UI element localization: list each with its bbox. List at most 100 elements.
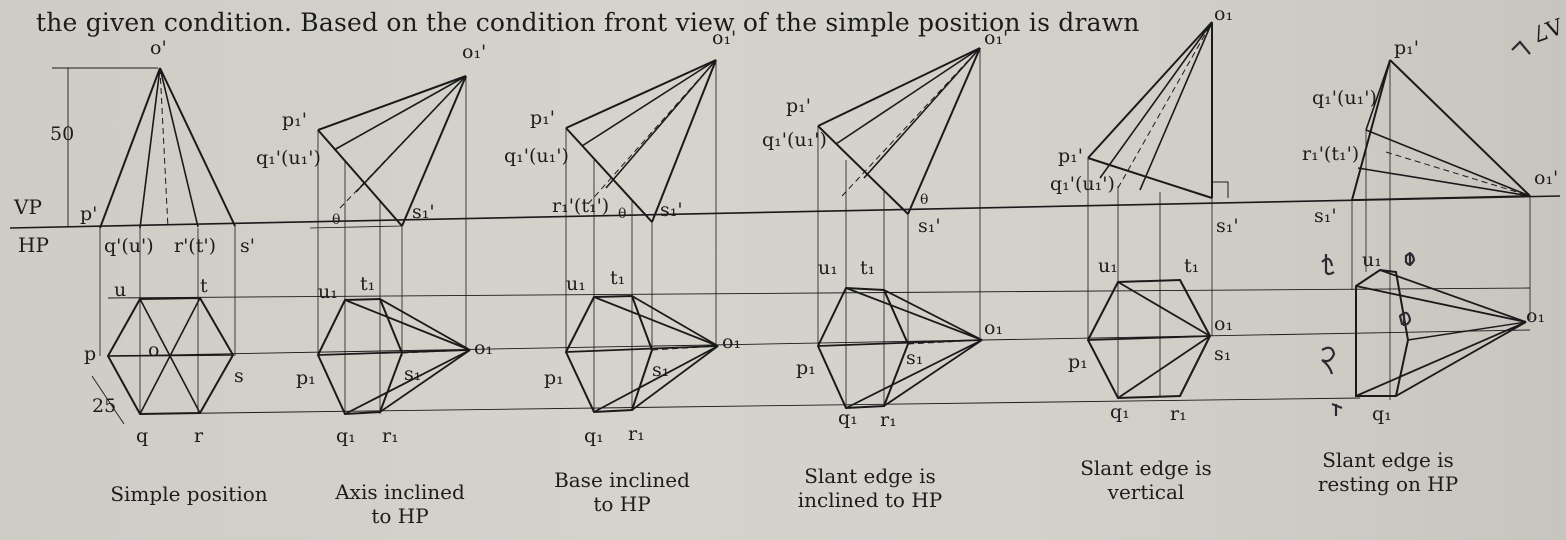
- label-t1-4: t₁: [860, 257, 875, 279]
- label-r1-2: r₁: [382, 425, 399, 447]
- label-o: o: [148, 339, 159, 361]
- label-q: q: [136, 425, 148, 447]
- label-p1-prime-5: p₁': [1058, 145, 1083, 167]
- label-s1-prime-6: s₁': [1314, 205, 1337, 227]
- label-p1-3: p₁: [544, 367, 564, 389]
- caption-slant-vertical: Slant edge is vertical: [1046, 456, 1246, 504]
- label-o1-4: o₁: [984, 317, 1003, 339]
- label-o1-prime-4: o₁': [984, 27, 1008, 49]
- dim-height: 50: [50, 123, 74, 145]
- label-o1-6: o₁: [1526, 305, 1545, 327]
- caption-simple-text: Simple position: [110, 482, 268, 506]
- caption-slant-resting: Slant edge is resting on HP: [1288, 448, 1488, 496]
- label-q1-prime-2: q₁'(u₁'): [256, 147, 321, 169]
- label-s1-2: s₁: [404, 363, 421, 385]
- label-p1-prime-4: p₁': [786, 95, 811, 117]
- label-r1-prime-6: r₁'(t₁'): [1302, 143, 1359, 165]
- label-u1-5: u₁: [1098, 255, 1118, 277]
- caption-slant-resting-line-1: Slant edge is: [1322, 448, 1454, 472]
- label-theta-2: θ: [332, 212, 340, 228]
- label-r1-4: r₁: [880, 409, 897, 431]
- label-r: r: [194, 425, 204, 447]
- label-p1-prime-3: p₁': [530, 107, 555, 129]
- caption-slant-resting-line-2: resting on HP: [1317, 472, 1459, 496]
- label-o1-2: o₁: [474, 337, 493, 359]
- label-r-prime: r'(t'): [174, 235, 216, 257]
- label-t1-5: t₁: [1184, 255, 1199, 277]
- label-r1-prime-3: r₁'(t₁'): [552, 195, 609, 217]
- label-q1-prime-4: q₁'(u₁'): [762, 129, 827, 151]
- label-o1-top-5: o₁: [1214, 3, 1233, 25]
- label-p: p: [84, 343, 96, 365]
- label-o1-prime-3: o₁': [712, 27, 736, 49]
- label-o1-prime-6: o₁': [1534, 167, 1558, 189]
- view-axis-inclined: [309, 75, 471, 416]
- label-s1-prime-2: s₁': [412, 201, 435, 223]
- label-s1-prime-3: s₁': [660, 199, 683, 221]
- caption-slant-inclined: Slant edge is inclined to HP: [770, 464, 970, 512]
- label-u1-4: u₁: [818, 257, 838, 279]
- label-p-prime: p': [80, 203, 97, 225]
- label-theta-4: θ: [920, 192, 928, 208]
- label-q1-6: q₁: [1372, 403, 1392, 425]
- caption-axis-inclined: Axis inclined to HP: [300, 480, 500, 528]
- label-o1-5: o₁: [1214, 313, 1233, 335]
- label-q1-2: q₁: [336, 425, 356, 447]
- label-t: t: [200, 275, 208, 297]
- caption-slant-vertical-line-2: vertical: [1107, 480, 1185, 504]
- view-slant-vertical: [1086, 21, 1229, 400]
- caption-base-line-2: to HP: [593, 492, 651, 516]
- caption-slant-vertical-line-1: Slant edge is: [1080, 456, 1212, 480]
- view-slant-resting: [1351, 59, 1531, 400]
- label-o1-3: o₁: [722, 331, 741, 353]
- corner-mark: Λ7: [1529, 12, 1566, 46]
- label-theta-3: θ: [618, 206, 626, 222]
- caption-simple-position: Simple position: [84, 482, 294, 506]
- label-s1-prime-5: s₁': [1216, 215, 1239, 237]
- hp-label: HP: [18, 233, 49, 257]
- label-u1-3: u₁: [566, 273, 586, 295]
- handwritten-annotations: [1321, 40, 1531, 416]
- label-t1-2: t₁: [360, 273, 375, 295]
- label-r1-3: r₁: [628, 423, 645, 445]
- label-q1-prime-3: q₁'(u₁'): [504, 145, 569, 167]
- label-o-prime: o': [150, 37, 167, 59]
- label-t1-3: t₁: [610, 267, 625, 289]
- label-s1-5: s₁: [1214, 343, 1231, 365]
- label-u1-6: u₁: [1362, 249, 1382, 271]
- label-q1-prime-6: q₁'(u₁'): [1312, 87, 1377, 109]
- caption-base-line-1: Base inclined: [554, 468, 690, 492]
- label-r1-5: r₁: [1170, 403, 1187, 425]
- caption-axis-line-2: to HP: [371, 504, 429, 528]
- vp-label: VP: [13, 195, 42, 219]
- view-simple-position: [52, 67, 236, 425]
- caption-axis-line-1: Axis inclined: [335, 480, 465, 504]
- label-u: u: [114, 279, 126, 301]
- label-p1-4: p₁: [796, 357, 816, 379]
- caption-base-inclined: Base inclined to HP: [522, 468, 722, 516]
- label-p1-2: p₁: [296, 367, 316, 389]
- label-q1-prime-5: q₁'(u₁'): [1050, 173, 1115, 195]
- label-o1-prime-2: o₁': [462, 41, 486, 63]
- label-q1-5: q₁: [1110, 401, 1130, 423]
- label-p1-5: p₁: [1068, 351, 1088, 373]
- label-s: s: [234, 365, 244, 387]
- page-heading: the given condition. Based on the condit…: [36, 8, 1140, 37]
- label-q1-3: q₁: [584, 425, 604, 447]
- label-s1-prime-4: s₁': [918, 215, 941, 237]
- view-base-inclined: [564, 59, 719, 414]
- label-s1-4: s₁: [906, 347, 923, 369]
- view-slant-inclined: [816, 47, 983, 410]
- caption-slant-inclined-line-2: inclined to HP: [797, 488, 943, 512]
- label-s1-3: s₁: [652, 359, 669, 381]
- caption-slant-inclined-line-1: Slant edge is: [804, 464, 936, 488]
- dim-side: 25: [92, 395, 116, 417]
- label-s-prime: s': [240, 235, 255, 257]
- label-q1-4: q₁: [838, 407, 858, 429]
- label-q-prime: q'(u'): [104, 235, 154, 257]
- label-u1-2: u₁: [318, 281, 338, 303]
- label-p1-prime-2: p₁': [282, 109, 307, 131]
- label-p1-prime-6: p₁': [1394, 37, 1419, 59]
